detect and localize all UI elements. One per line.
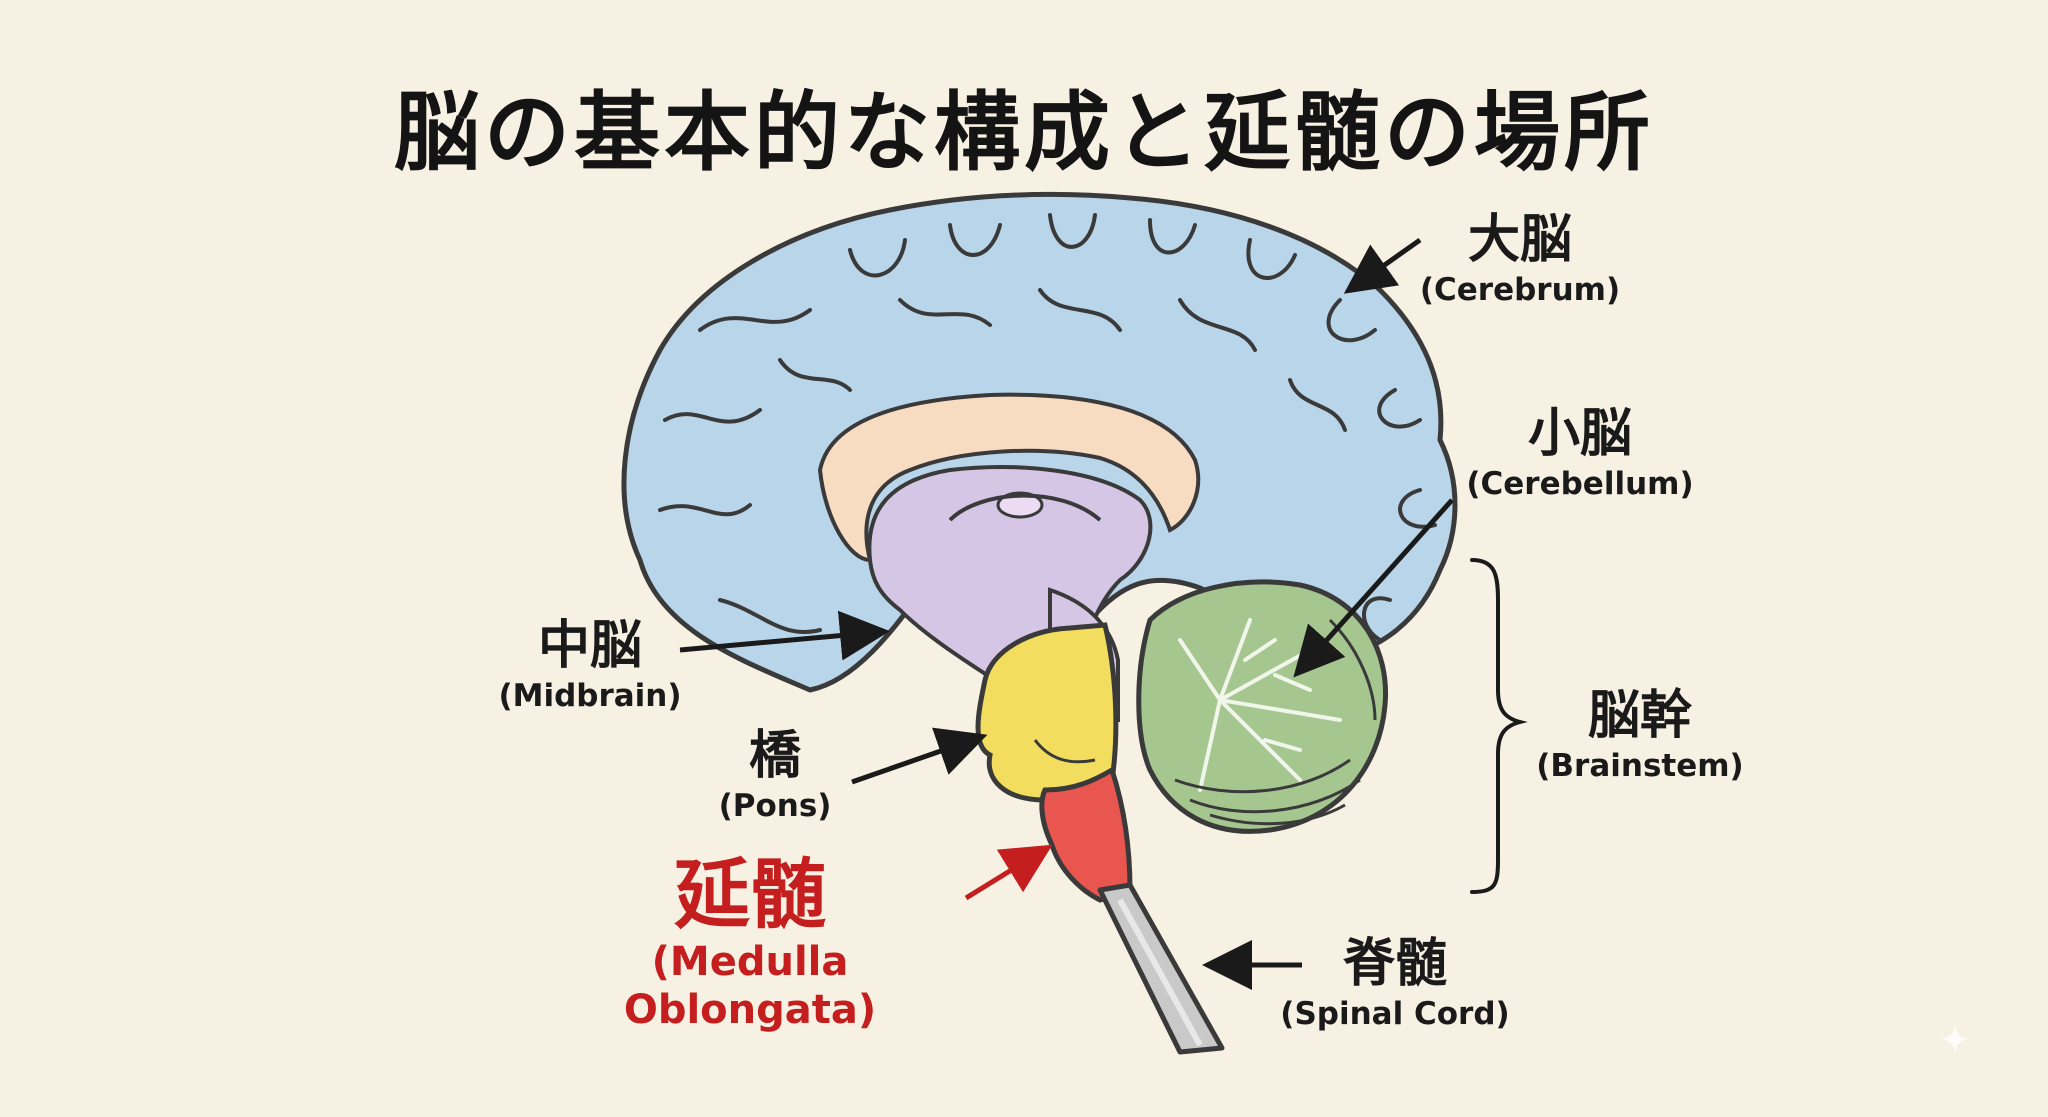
label-midbrain: 中脳 (Midbrain) [480, 616, 700, 716]
label-midbrain-jp: 中脳 [537, 616, 642, 676]
label-pons: 橋 (Pons) [700, 726, 850, 826]
arrow-icon [1293, 498, 1454, 678]
label-pons-en: (Pons) [718, 788, 832, 824]
arrow-icon [964, 844, 1053, 901]
label-midbrain-en: (Midbrain) [498, 678, 682, 714]
label-brainstem-en: (Brainstem) [1536, 748, 1744, 784]
sparkle-icon [1940, 1024, 1970, 1054]
corpus-callosum [817, 392, 1201, 563]
pons [975, 622, 1119, 803]
label-spinal-cord-jp: 脊髄 [1342, 934, 1447, 994]
label-cerebrum: 大脳 (Cerebrum) [1390, 210, 1650, 310]
arrow-icon [1343, 237, 1422, 294]
label-cerebrum-en: (Cerebrum) [1419, 272, 1621, 308]
arrow-icon [679, 610, 890, 661]
label-medulla: 延髄 (Medulla Oblongata) [520, 852, 980, 1034]
label-cerebellum-en: (Cerebellum) [1466, 466, 1694, 502]
medulla [1039, 766, 1133, 903]
arrow-icon [851, 727, 988, 785]
label-spinal-cord-en: (Spinal Cord) [1280, 996, 1510, 1032]
label-medulla-en: (Medulla Oblongata) [623, 939, 877, 1033]
label-brainstem: 脳幹 (Brainstem) [1520, 686, 1760, 786]
label-cerebrum-jp: 大脳 [1467, 210, 1572, 270]
label-pons-jp: 橋 [748, 726, 801, 786]
page-title: 脳の基本的な構成と延髄の場所 [394, 83, 1654, 183]
thalamus-center [996, 491, 1044, 519]
label-medulla-jp: 延髄 [674, 850, 826, 939]
label-spinal-cord: 脊髄 (Spinal Cord) [1250, 934, 1540, 1034]
label-cerebellum-jp: 小脳 [1527, 404, 1632, 464]
bracket-icon [1470, 558, 1528, 894]
fornix [948, 493, 1102, 522]
label-cerebellum: 小脳 (Cerebellum) [1460, 404, 1700, 504]
label-brainstem-jp: 脳幹 [1587, 686, 1692, 746]
